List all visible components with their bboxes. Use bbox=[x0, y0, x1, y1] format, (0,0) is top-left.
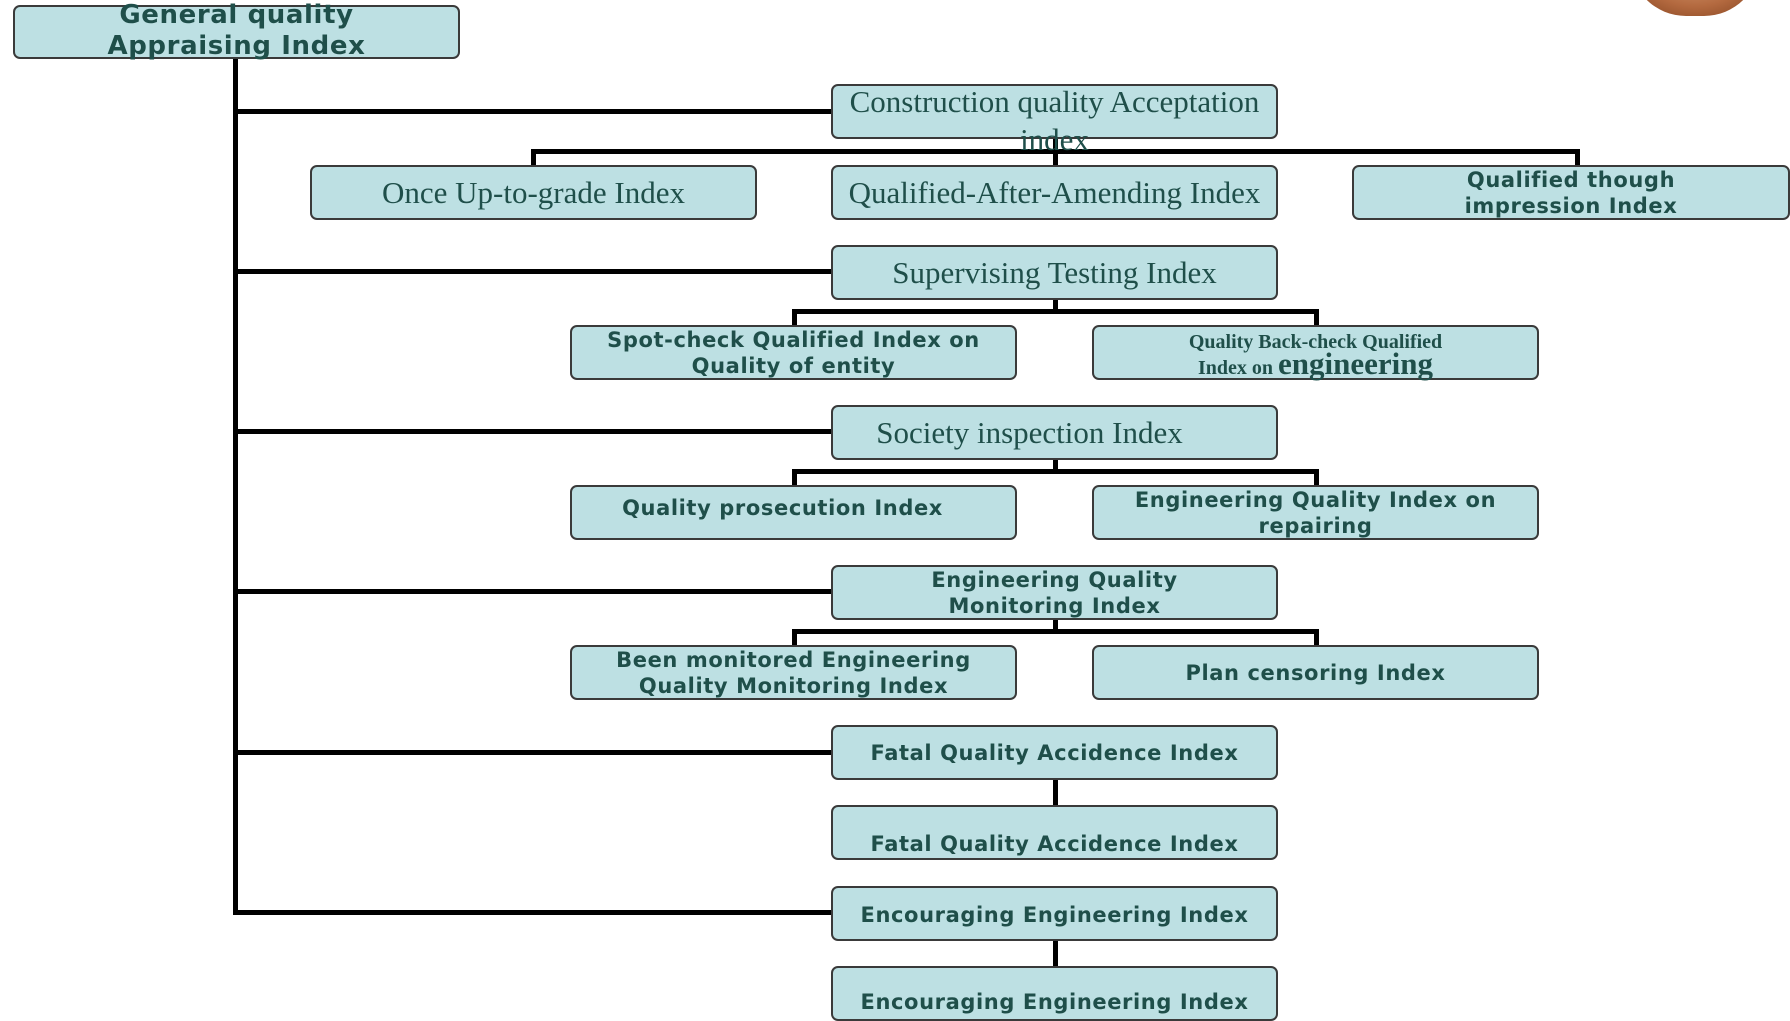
connector-b1-drop-2 bbox=[1053, 149, 1058, 166]
child-label: Once Up-to-grade Index bbox=[382, 174, 685, 210]
connector-b2-drop-2 bbox=[1314, 309, 1319, 326]
branch-node-supervising-testing: Supervising Testing Index bbox=[831, 245, 1278, 300]
connector-b2-bus bbox=[792, 309, 1319, 314]
child-label-line2-big: engineering bbox=[1278, 345, 1434, 381]
logo bbox=[1630, 0, 1760, 16]
connector-branch-3 bbox=[233, 429, 833, 434]
child-label: Encouraging Engineering Index bbox=[860, 989, 1249, 1014]
connector-trunk bbox=[233, 58, 238, 915]
branch-node-society-inspection: Society inspection Index bbox=[831, 405, 1278, 460]
connector-branch-6 bbox=[233, 910, 833, 915]
child-node-qualified-after-amending: Qualified-After-Amending Index bbox=[831, 165, 1278, 220]
child-label-line1: Quality Back-check Qualified bbox=[1188, 330, 1443, 353]
child-label: Plan censoring Index bbox=[1185, 660, 1446, 685]
branch-4-label-line1: Engineering Quality bbox=[931, 567, 1178, 592]
connector-branch-4 bbox=[233, 589, 833, 594]
child-label-line1: Spot-check Qualified Index on bbox=[607, 327, 980, 352]
connector-b1-stem bbox=[1053, 137, 1058, 152]
branch-4-label-line2: Monitoring Index bbox=[948, 593, 1161, 618]
child-label: Fatal Quality Accidence Index bbox=[870, 831, 1239, 856]
connector-b4-drop-2 bbox=[1314, 629, 1319, 646]
child-label-line2: impression Index bbox=[1464, 193, 1678, 218]
child-node-spot-check-qualified: Spot-check Qualified Index on Quality of… bbox=[570, 325, 1017, 380]
child-node-quality-prosecution: Quality prosecution Index bbox=[570, 485, 1017, 540]
branch-node-engineering-quality-monitoring: Engineering Quality Monitoring Index bbox=[831, 565, 1278, 620]
child-node-fatal-quality-accidence: Fatal Quality Accidence Index bbox=[831, 805, 1278, 860]
branch-3-label: Society inspection Index bbox=[876, 414, 1183, 450]
connector-b3-drop-2 bbox=[1314, 469, 1319, 486]
connector-branch-5 bbox=[233, 750, 833, 755]
child-label-line1: Qualified though bbox=[1466, 167, 1676, 192]
branch-2-label: Supervising Testing Index bbox=[892, 254, 1217, 290]
child-node-qualified-though-impression: Qualified though impression Index bbox=[1352, 165, 1790, 220]
connector-b5-stem bbox=[1053, 777, 1058, 807]
child-label: Qualified-After-Amending Index bbox=[848, 174, 1261, 210]
child-label-line1: Engineering Quality Index on bbox=[1134, 487, 1497, 512]
branch-node-fatal-quality-accidence: Fatal Quality Accidence Index bbox=[831, 725, 1278, 780]
child-label-line2: repairing bbox=[1258, 513, 1373, 538]
child-node-plan-censoring: Plan censoring Index bbox=[1092, 645, 1539, 700]
child-node-engineering-quality-repairing: Engineering Quality Index on repairing bbox=[1092, 485, 1539, 540]
child-label-line1: Been monitored Engineering bbox=[616, 647, 971, 672]
connector-b1-drop-1 bbox=[531, 149, 536, 166]
child-label-line2: Quality of entity bbox=[691, 353, 896, 378]
connector-branch-2 bbox=[233, 269, 833, 274]
branch-6-label: Encouraging Engineering Index bbox=[860, 902, 1249, 927]
connector-b3-bus bbox=[792, 469, 1319, 474]
child-label: Quality prosecution Index bbox=[622, 495, 943, 520]
child-node-been-monitored: Been monitored Engineering Quality Monit… bbox=[570, 645, 1017, 700]
branch-5-label: Fatal Quality Accidence Index bbox=[870, 740, 1239, 765]
connector-b2-stem bbox=[1053, 297, 1058, 312]
branch-node-encouraging-engineering: Encouraging Engineering Index bbox=[831, 886, 1278, 941]
child-label-line2-small: Index on bbox=[1197, 356, 1274, 379]
connector-branch-1 bbox=[233, 109, 833, 114]
connector-b3-stem bbox=[1053, 457, 1058, 472]
connector-b4-drop-1 bbox=[792, 629, 797, 646]
connector-b4-bus bbox=[792, 629, 1319, 634]
root-node: General quality Appraising Index bbox=[13, 0, 460, 61]
child-node-once-up-to-grade: Once Up-to-grade Index bbox=[310, 165, 757, 220]
branch-1-label-line2: index bbox=[1020, 121, 1089, 157]
child-node-encouraging-engineering: Encouraging Engineering Index bbox=[831, 966, 1278, 1021]
branch-1-label-line1: Construction quality Acceptation bbox=[849, 83, 1260, 119]
connector-b4-stem bbox=[1053, 617, 1058, 632]
connector-b1-drop-3 bbox=[1575, 149, 1580, 166]
child-label-line2: Quality Monitoring Index bbox=[638, 673, 949, 698]
connector-b3-drop-1 bbox=[792, 469, 797, 486]
connector-b2-drop-1 bbox=[792, 309, 797, 326]
branch-node-construction-acceptation: Construction quality Acceptation index bbox=[831, 83, 1278, 157]
child-node-quality-back-check: Quality Back-check Qualified Index on en… bbox=[1092, 325, 1539, 380]
root-label-line1: General quality bbox=[119, 0, 354, 30]
root-label-line2: Appraising Index bbox=[107, 30, 366, 61]
connector-b6-stem bbox=[1053, 937, 1058, 967]
